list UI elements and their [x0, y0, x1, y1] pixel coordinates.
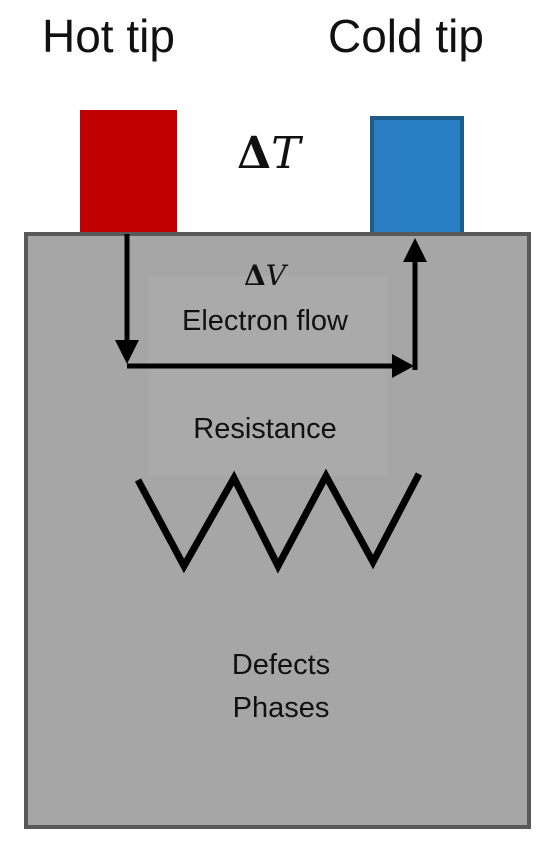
hot-tip-block [80, 110, 177, 234]
temperature-difference-label: ΔT [237, 124, 301, 184]
delta-v-variable: V [265, 259, 286, 292]
hot-tip-label: Hot tip [42, 10, 175, 62]
sample-highlight [148, 276, 388, 476]
delta-t-variable: T [271, 128, 301, 179]
cold-tip-label: Cold tip [328, 10, 484, 62]
delta-v-symbol: Δ [244, 259, 266, 292]
voltage-difference-label: ΔV [0, 258, 540, 294]
electron-flow-label: Electron flow [181, 305, 348, 337]
defects-label: Defects [231, 649, 331, 681]
delta-t-symbol: Δ [237, 128, 272, 179]
phases-label: Phases [232, 692, 330, 724]
sample-body [24, 232, 531, 829]
cold-tip-block [370, 116, 464, 238]
resistance-label: Resistance [193, 413, 337, 445]
